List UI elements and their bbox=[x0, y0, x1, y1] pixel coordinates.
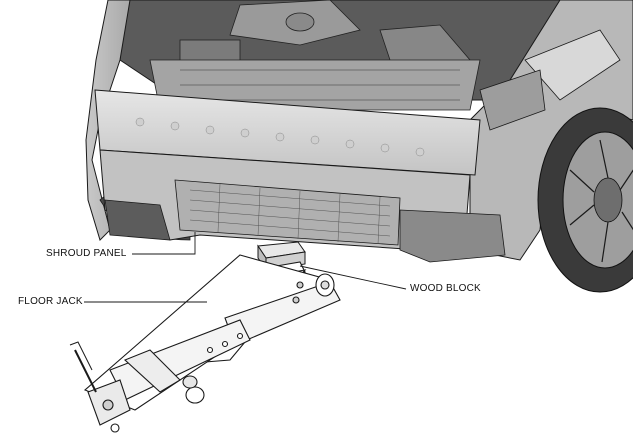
shroud-panel-label: SHROUD PANEL bbox=[46, 248, 127, 259]
shroud-panel-leader bbox=[132, 232, 196, 255]
callout-leaders bbox=[84, 232, 407, 303]
car-front-illustration bbox=[85, 0, 633, 293]
wood-block-label: WOOD BLOCK bbox=[410, 283, 481, 294]
tire-illustration bbox=[537, 107, 633, 293]
floor-jack-label: FLOOR JACK bbox=[18, 296, 83, 307]
floor-jack-illustration bbox=[69, 254, 341, 433]
wood-block-leader bbox=[299, 265, 407, 290]
